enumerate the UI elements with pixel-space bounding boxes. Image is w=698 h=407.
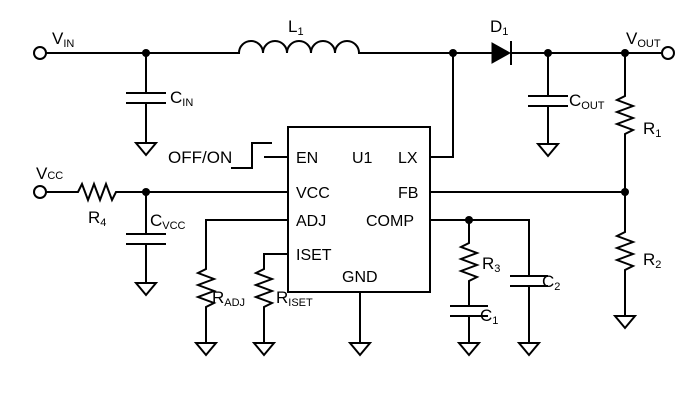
ground-symbol [612, 315, 638, 330]
resistor-r4 [45, 181, 289, 203]
pin-label-gnd: GND [342, 269, 378, 286]
label-d1: D1 [490, 17, 508, 38]
vcc-terminal [33, 185, 47, 199]
vin-terminal [33, 46, 47, 60]
wire-lx [429, 52, 454, 158]
resistor-radj [195, 219, 289, 344]
label-cout: COUT [569, 91, 605, 112]
en-step-signal [231, 142, 272, 169]
label-cvcc: CVCC [150, 211, 186, 232]
ground-symbol [516, 342, 542, 357]
ground-symbol [535, 143, 561, 158]
pin-label-en: EN [296, 150, 318, 167]
vout-terminal [661, 46, 675, 60]
label-riset: RISET [276, 288, 313, 309]
ic-u1-body [287, 126, 431, 293]
ground-symbol [347, 342, 373, 357]
pin-label-iset: ISET [296, 247, 332, 264]
capacitor-cin [126, 52, 166, 144]
ground-symbol [133, 142, 159, 157]
label-vout: VOUT [626, 29, 661, 50]
label-vin: VIN [52, 29, 74, 50]
capacitor-cout [528, 52, 568, 145]
inductor-l1 [237, 40, 361, 55]
diode-d1 [491, 41, 512, 65]
resistor-r3 [458, 219, 480, 307]
label-cin: CIN [170, 88, 193, 109]
label-r2: R2 [643, 250, 661, 271]
pin-label-lx: LX [398, 150, 418, 167]
pin-label-comp: COMP [366, 213, 414, 230]
resistor-riset [253, 253, 289, 344]
resistor-r1 [614, 52, 636, 193]
label-vcc: VCC [36, 164, 63, 183]
label-radj: RADJ [212, 288, 245, 309]
label-l1: L1 [288, 17, 304, 38]
label-c1: C1 [480, 306, 498, 327]
ground-symbol [133, 282, 159, 297]
pin-label-adj: ADJ [296, 213, 326, 230]
label-c2: C2 [542, 272, 560, 293]
label-r4: R4 [88, 208, 106, 229]
pin-label-vcc: VCC [296, 185, 330, 202]
label-r3: R3 [482, 254, 500, 275]
ground-symbol [456, 342, 482, 357]
capacitor-cvcc [126, 191, 166, 284]
label-r1: R1 [643, 119, 661, 140]
pin-label-fb: FB [398, 185, 418, 202]
ground-symbol [193, 342, 219, 357]
capacitor-c1 [450, 305, 488, 344]
label-off-on: OFF/ON [168, 148, 232, 167]
ic-name-u1: U1 [352, 150, 373, 167]
ground-symbol [251, 342, 277, 357]
capacitor-c2 [510, 219, 548, 344]
resistor-r2 [614, 191, 636, 317]
